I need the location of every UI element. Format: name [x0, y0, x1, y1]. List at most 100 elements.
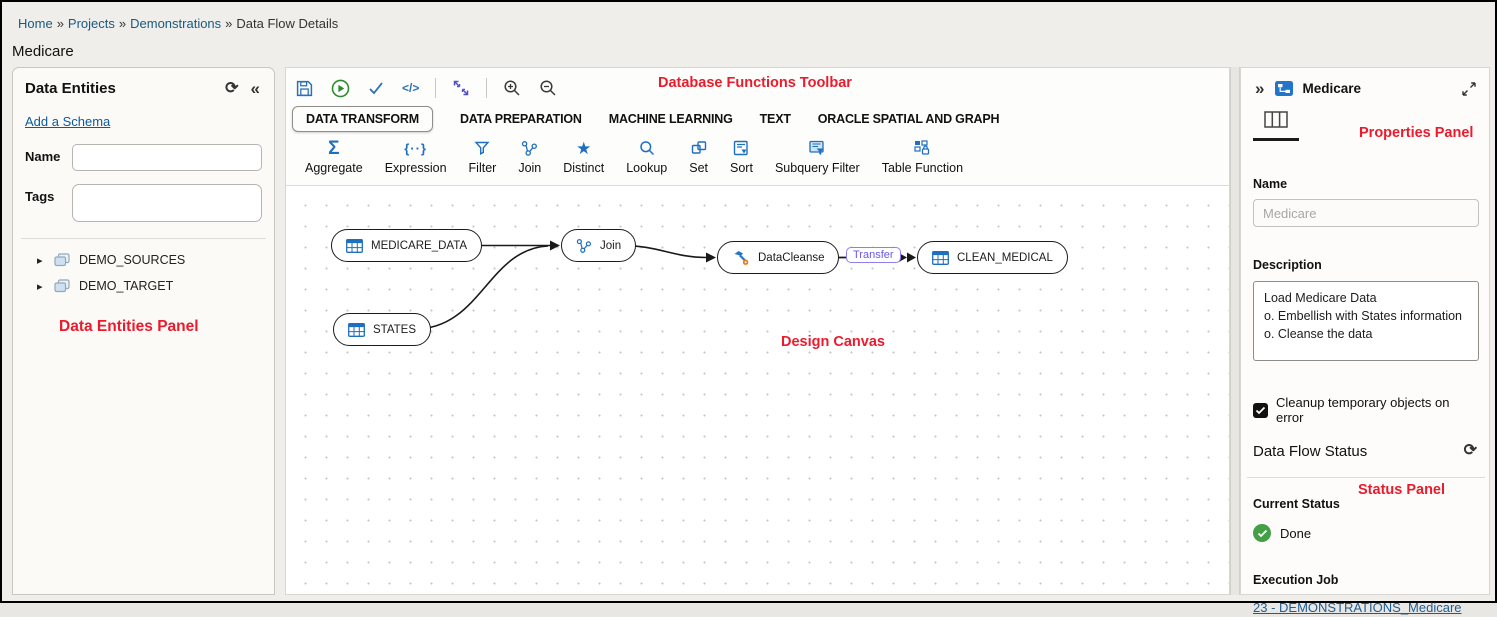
breadcrumb-current: Data Flow Details — [236, 16, 339, 31]
function-expression[interactable]: {··} Expression — [374, 138, 458, 176]
status-value: Done — [1280, 525, 1312, 541]
cleanup-checkbox-label: Cleanup temporary objects on error — [1276, 395, 1450, 425]
function-filter[interactable]: Filter — [458, 138, 508, 175]
schema-icon — [54, 279, 70, 293]
add-schema-link[interactable]: Add a Schema — [25, 114, 111, 129]
properties-panel: » Medicare Properties Panel Name Descrip… — [1240, 67, 1490, 615]
current-status-label: Current Status — [1253, 497, 1340, 511]
function-label: Aggregate — [305, 161, 363, 175]
maximize-panel-button[interactable] — [1459, 79, 1479, 99]
fit-to-screen-button[interactable] — [450, 77, 472, 99]
zoom-out-button[interactable] — [537, 77, 559, 99]
join-icon — [576, 238, 592, 253]
function-aggregate[interactable]: Σ Aggregate — [294, 137, 374, 176]
breadcrumb-demonstrations[interactable]: Demonstrations — [130, 16, 222, 31]
refresh-status-button[interactable]: ⟳ — [1462, 441, 1479, 461]
annotation-design-canvas: Design Canvas — [781, 334, 885, 350]
node-datacleanse[interactable]: DataCleanse — [717, 241, 840, 274]
function-set[interactable]: Set — [678, 138, 719, 175]
function-palette: Σ Aggregate {··} Expression Filter Join — [292, 137, 1229, 176]
node-join[interactable]: Join — [561, 229, 637, 262]
expand-panel-icon: » — [1255, 79, 1265, 98]
expression-icon: {··} — [404, 140, 427, 156]
tags-filter-input[interactable] — [72, 184, 262, 222]
tab-data-transform[interactable]: DATA TRANSFORM — [292, 106, 433, 132]
functions-toolbar: </> Database Functions Toolbar — [285, 67, 1230, 185]
node-label: CLEAN_MEDICAL — [957, 251, 1053, 264]
toolbar-separator — [435, 78, 437, 98]
function-lookup[interactable]: Lookup — [615, 138, 678, 175]
view-code-button[interactable]: </> — [400, 79, 421, 97]
node-clean-medical[interactable]: CLEAN_MEDICAL — [917, 241, 1068, 274]
execution-job-label: Execution Job — [1253, 573, 1339, 587]
function-subquery-filter[interactable]: Subquery Filter — [764, 138, 871, 175]
tree-item-demo-sources[interactable]: ▸ DEMO_SOURCES — [25, 247, 262, 273]
zoom-out-icon — [540, 80, 556, 96]
collapse-panel-button[interactable]: « — [249, 78, 262, 99]
function-label: Set — [689, 161, 709, 175]
join-icon — [521, 138, 538, 158]
breadcrumb: Home»Projects»Demonstrations»Data Flow D… — [18, 16, 338, 31]
lookup-icon — [639, 138, 655, 158]
function-label: Expression — [384, 161, 447, 175]
distinct-icon: ★ — [576, 138, 592, 158]
name-filter-input[interactable] — [72, 144, 262, 171]
validate-icon — [369, 82, 383, 95]
transfer-edge-badge[interactable]: Transfer — [846, 247, 901, 263]
function-label: Subquery Filter — [774, 161, 860, 175]
zoom-in-icon — [504, 80, 520, 96]
property-description-textarea[interactable]: Load Medicare Data o. Embellish with Sta… — [1253, 281, 1479, 361]
table-icon — [348, 322, 365, 337]
refresh-entities-button[interactable]: ⟳ — [223, 79, 240, 99]
node-label: Join — [600, 239, 622, 252]
checkbox-checked-icon[interactable] — [1253, 402, 1268, 418]
tab-text[interactable]: TEXT — [759, 112, 791, 126]
function-distinct[interactable]: ★ Distinct — [552, 138, 615, 176]
schema-tree: ▸ DEMO_SOURCES ▸ DEMO_TARGET — [25, 247, 262, 299]
node-label: MEDICARE_DATA — [371, 239, 468, 252]
cleanup-checkbox-row[interactable]: Cleanup temporary objects on error — [1253, 395, 1479, 425]
zoom-in-button[interactable] — [501, 77, 523, 99]
panel-splitter[interactable] — [1230, 67, 1240, 595]
breadcrumb-home[interactable]: Home — [18, 16, 53, 31]
breadcrumb-projects[interactable]: Projects — [67, 16, 115, 31]
execution-job-link[interactable]: 23 - DEMONSTRATIONS_Medicare — [1253, 600, 1462, 615]
function-sort[interactable]: Sort — [719, 138, 764, 175]
toolbar-separator — [486, 78, 488, 98]
status-done-icon — [1253, 524, 1271, 542]
function-label: Join — [518, 161, 542, 175]
design-canvas[interactable]: MEDICARE_DATA STATES Join DataCleanse Tr… — [285, 185, 1230, 595]
tree-item-demo-target[interactable]: ▸ DEMO_TARGET — [25, 273, 262, 299]
page-title: Medicare — [12, 43, 74, 60]
node-states[interactable]: STATES — [333, 313, 432, 346]
tab-machine-learning[interactable]: MACHINE LEARNING — [608, 112, 733, 126]
sort-icon — [733, 138, 749, 158]
caret-right-icon[interactable]: ▸ — [37, 280, 43, 293]
function-table-function[interactable]: Table Function — [871, 138, 974, 175]
caret-right-icon[interactable]: ▸ — [37, 254, 43, 267]
tab-properties-columns[interactable] — [1253, 111, 1299, 141]
aggregate-icon: Σ — [328, 137, 340, 159]
node-label: STATES — [373, 323, 417, 336]
main-layout: Data Entities ⟳ « Add a Schema Name Tags — [12, 67, 1490, 615]
property-name-input[interactable] — [1253, 199, 1479, 227]
node-label: DataCleanse — [758, 251, 825, 264]
validate-button[interactable] — [366, 79, 386, 97]
table-icon — [932, 250, 949, 265]
property-description-label: Description — [1253, 258, 1322, 272]
dataflow-icon — [1275, 81, 1294, 96]
tree-item-label: DEMO_TARGET — [79, 279, 174, 293]
columns-tab-icon — [1264, 111, 1288, 128]
function-category-tabs: DATA TRANSFORM DATA PREPARATION MACHINE … — [292, 105, 1229, 133]
action-toolbar: </> — [292, 74, 1229, 102]
function-label: Table Function — [881, 161, 964, 175]
expand-panel-button[interactable]: » — [1253, 78, 1266, 99]
node-medicare-data[interactable]: MEDICARE_DATA — [331, 229, 483, 262]
tab-oracle-spatial-and-graph[interactable]: ORACLE SPATIAL AND GRAPH — [817, 112, 1000, 126]
function-join[interactable]: Join — [507, 138, 552, 175]
save-button[interactable] — [294, 78, 315, 99]
tab-data-preparation[interactable]: DATA PREPARATION — [459, 112, 582, 126]
execute-button[interactable] — [329, 77, 352, 100]
name-filter-label: Name — [25, 149, 61, 164]
